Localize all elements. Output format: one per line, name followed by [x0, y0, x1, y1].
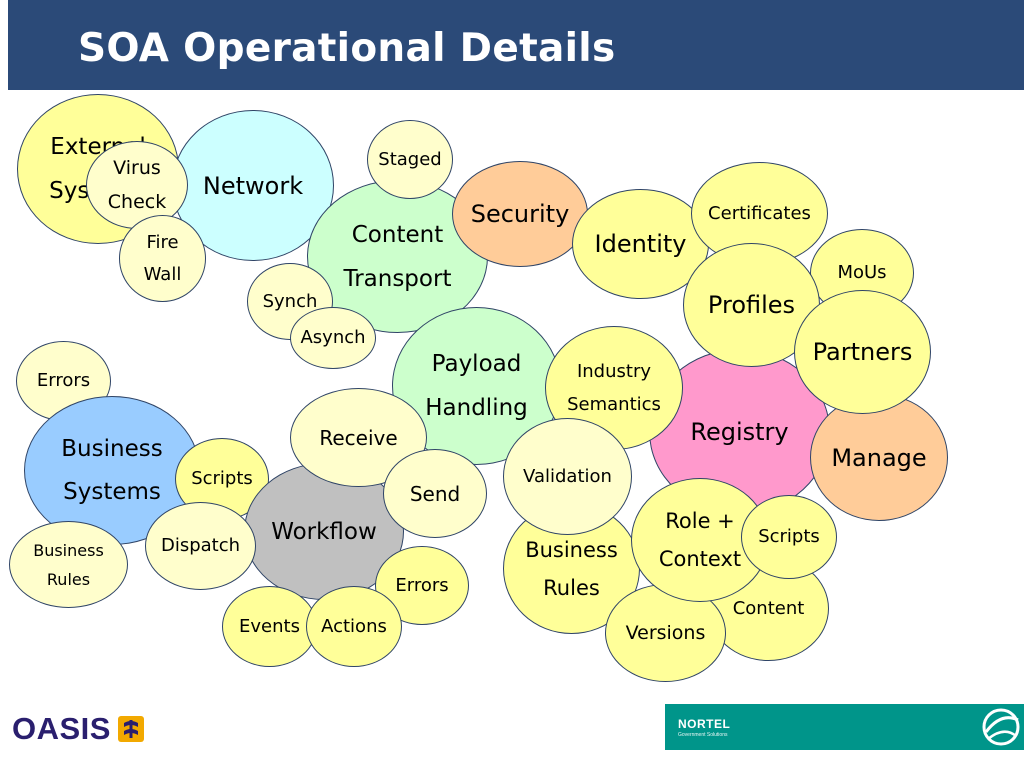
bubble-content-transport-label: Content Transport	[343, 221, 452, 292]
oasis-logo: OASIS	[12, 711, 145, 747]
bubble-actions-label: Actions	[321, 615, 387, 637]
page-title: SOA Operational Details	[78, 26, 616, 71]
bubble-errors-workflow-label: Errors	[395, 574, 449, 596]
bubble-versions-label: Versions	[625, 622, 706, 644]
bubble-dispatch-label: Dispatch	[160, 535, 241, 556]
bubble-virus-check-label: Virus Check	[107, 157, 167, 213]
bubble-workflow-label: Workflow	[271, 518, 377, 545]
bubble-manage: Manage	[810, 394, 948, 521]
oasis-mark-icon	[117, 716, 144, 742]
bubble-staged: Staged	[367, 120, 453, 199]
bubble-payload-handling-label: Payload Handling	[425, 351, 528, 421]
bubble-send-label: Send	[409, 481, 461, 506]
bubble-synch-label: Synch	[262, 290, 318, 312]
bubble-mous-label: MoUs	[837, 262, 887, 283]
bubble-send: Send	[383, 449, 487, 538]
bubble-content-label: Content	[732, 597, 805, 619]
title-bar	[8, 0, 1024, 90]
bubble-asynch-label: Asynch	[300, 327, 366, 348]
bubble-identity: Identity	[572, 189, 709, 299]
bubble-partners-label: Partners	[812, 338, 913, 366]
bubble-role-context-label: Role + Context	[658, 509, 742, 571]
bubble-profiles-label: Profiles	[707, 291, 796, 319]
bubble-validation: Validation	[503, 418, 632, 535]
bubble-business-rules-left-label: Business Rules	[33, 540, 104, 589]
bubble-events: Events	[222, 586, 317, 667]
nortel-logo-subtext: Government Solutions	[678, 732, 728, 738]
bubble-identity-label: Identity	[594, 230, 687, 258]
bubble-asynch: Asynch	[290, 307, 376, 369]
bubble-business-rules-left: Business Rules	[9, 521, 128, 608]
bubble-synch: Synch	[247, 263, 333, 340]
oasis-logo-text: OASIS	[12, 711, 111, 746]
bubble-registry-label: Registry	[690, 417, 789, 446]
bubble-security-label: Security	[470, 200, 570, 228]
bubble-partners: Partners	[794, 290, 931, 414]
bubble-scripts-right: Scripts	[741, 495, 837, 579]
bubble-manage-label: Manage	[831, 443, 927, 472]
bubble-validation-label: Validation	[523, 465, 612, 487]
globe-icon	[982, 708, 1020, 746]
bubble-staged-label: Staged	[378, 148, 442, 170]
bubble-profiles: Profiles	[683, 243, 820, 367]
bubble-errors-left-label: Errors	[36, 370, 91, 391]
bubble-certificates-label: Certificates	[708, 202, 811, 224]
bubble-scripts-right-label: Scripts	[758, 526, 820, 547]
bubble-scripts-left-label: Scripts	[191, 468, 253, 489]
bubble-receive-label: Receive	[319, 425, 398, 450]
bubble-fire-wall-label: Fire Wall	[143, 231, 182, 285]
bubble-business-systems-label: Business Systems	[61, 435, 163, 505]
bubble-industry-semantics-label: Industry Semantics	[567, 361, 661, 415]
bubble-actions: Actions	[306, 586, 402, 667]
bubble-security: Security	[452, 161, 588, 267]
bubble-business-systems: Business Systems	[24, 396, 200, 545]
nortel-logo-text: NORTEL	[678, 717, 731, 731]
bubble-events-label: Events	[239, 615, 300, 637]
bubble-dispatch: Dispatch	[145, 502, 256, 590]
bubble-business-rules-center-label: Business Rules	[525, 537, 618, 600]
nortel-logo-banner: NORTEL Government Solutions	[665, 704, 1024, 750]
bubble-network-label: Network	[202, 171, 304, 200]
bubble-fire-wall: Fire Wall	[119, 215, 206, 302]
